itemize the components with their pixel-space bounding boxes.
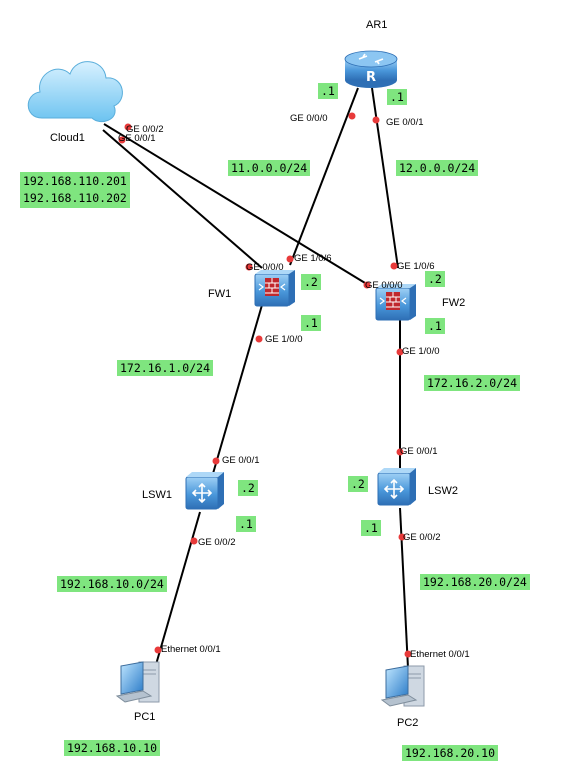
cloud-icon[interactable] xyxy=(27,61,123,122)
host-tag: .2 xyxy=(425,271,445,287)
pc-ip-tag: 192.168.20.10 xyxy=(402,745,499,761)
host-tag: .2 xyxy=(348,476,368,492)
port-label: GE 0/0/1 xyxy=(222,455,260,466)
switch-icon[interactable] xyxy=(377,468,416,506)
port-dot xyxy=(404,650,412,658)
port-label: GE 0/0/0 xyxy=(246,262,284,273)
cloud-ip-list: 192.168.110.201 192.168.110.202 xyxy=(20,172,130,208)
network-tag: 11.0.0.0/24 xyxy=(228,160,311,176)
link-cloud-fw1[interactable] xyxy=(102,129,263,269)
port-dot xyxy=(255,335,263,343)
port-dot xyxy=(118,136,126,144)
port-label: GE 0/0/1 xyxy=(386,117,424,128)
link-ar1-fw1[interactable] xyxy=(289,87,359,266)
router-icon[interactable]: R xyxy=(344,50,398,88)
cloud-ip: 192.168.110.201 xyxy=(23,174,127,188)
port-dot xyxy=(372,116,380,124)
device-label-fw1: FW1 xyxy=(208,288,232,300)
port-label: GE 0/0/2 xyxy=(126,124,164,135)
port-label: Ethernet 0/0/1 xyxy=(410,649,470,660)
port-label: GE 0/0/1 xyxy=(118,133,156,144)
switch-icon[interactable] xyxy=(185,472,224,510)
pc-ip-tag: 192.168.10.10 xyxy=(64,740,161,756)
port-label: GE 0/0/2 xyxy=(403,532,441,543)
port-label: GE 0/0/2 xyxy=(198,537,236,548)
device-label-fw2: FW2 xyxy=(442,297,466,309)
host-tag: .1 xyxy=(301,315,321,331)
network-tag: 192.168.10.0/24 xyxy=(57,576,167,592)
firewall-icon[interactable] xyxy=(254,270,295,307)
port-label: GE 1/0/0 xyxy=(265,334,303,345)
port-dot xyxy=(212,457,220,465)
network-tag: 192.168.20.0/24 xyxy=(420,574,530,590)
host-tag: .1 xyxy=(425,318,445,334)
device-label-pc1: PC1 xyxy=(134,711,156,723)
port-dot xyxy=(348,112,356,120)
port-dot xyxy=(396,448,404,456)
port-dot xyxy=(154,646,162,654)
port-label: GE 0/0/0 xyxy=(365,280,403,291)
link-ar1-fw2[interactable] xyxy=(371,87,399,269)
host-tag: .2 xyxy=(301,274,321,290)
port-dot xyxy=(363,281,371,289)
port-label: GE 1/0/6 xyxy=(397,261,435,272)
host-tag: .2 xyxy=(238,480,258,496)
port-dot xyxy=(286,255,294,263)
port-dots xyxy=(118,112,412,658)
pc-icon[interactable] xyxy=(115,661,160,703)
port-dot xyxy=(390,262,398,270)
pc-icon[interactable] xyxy=(380,665,425,707)
device-label-pc2: PC2 xyxy=(397,717,419,729)
port-dot xyxy=(124,123,132,131)
port-dot xyxy=(245,263,253,271)
port-dot xyxy=(190,537,198,545)
device-label-cloud1: Cloud1 xyxy=(50,132,85,144)
port-label: GE 1/0/0 xyxy=(402,346,440,357)
port-dot xyxy=(398,533,406,541)
host-tag: .1 xyxy=(361,520,381,536)
port-label: GE 1/0/6 xyxy=(294,253,332,264)
network-tag: 172.16.2.0/24 xyxy=(424,375,521,391)
port-label: Ethernet 0/0/1 xyxy=(161,644,221,655)
device-label-ar1: AR1 xyxy=(366,19,388,31)
link-fw1-lsw1[interactable] xyxy=(211,304,263,478)
svg-text:R: R xyxy=(366,70,376,85)
link-cloud-fw2[interactable] xyxy=(103,123,371,287)
device-label-lsw1: LSW1 xyxy=(142,489,172,501)
device-label-lsw2: LSW2 xyxy=(428,485,458,497)
firewall-icon[interactable] xyxy=(375,284,416,321)
port-dot xyxy=(396,348,404,356)
host-tag: .1 xyxy=(236,516,256,532)
network-tag: 172.16.1.0/24 xyxy=(117,360,214,376)
network-tag: 12.0.0.0/24 xyxy=(396,160,479,176)
port-label: GE 0/0/0 xyxy=(290,113,328,124)
cloud-ip: 192.168.110.202 xyxy=(23,191,127,205)
port-label: GE 0/0/1 xyxy=(400,446,438,457)
host-tag: .1 xyxy=(387,89,407,105)
host-tag: .1 xyxy=(318,83,338,99)
